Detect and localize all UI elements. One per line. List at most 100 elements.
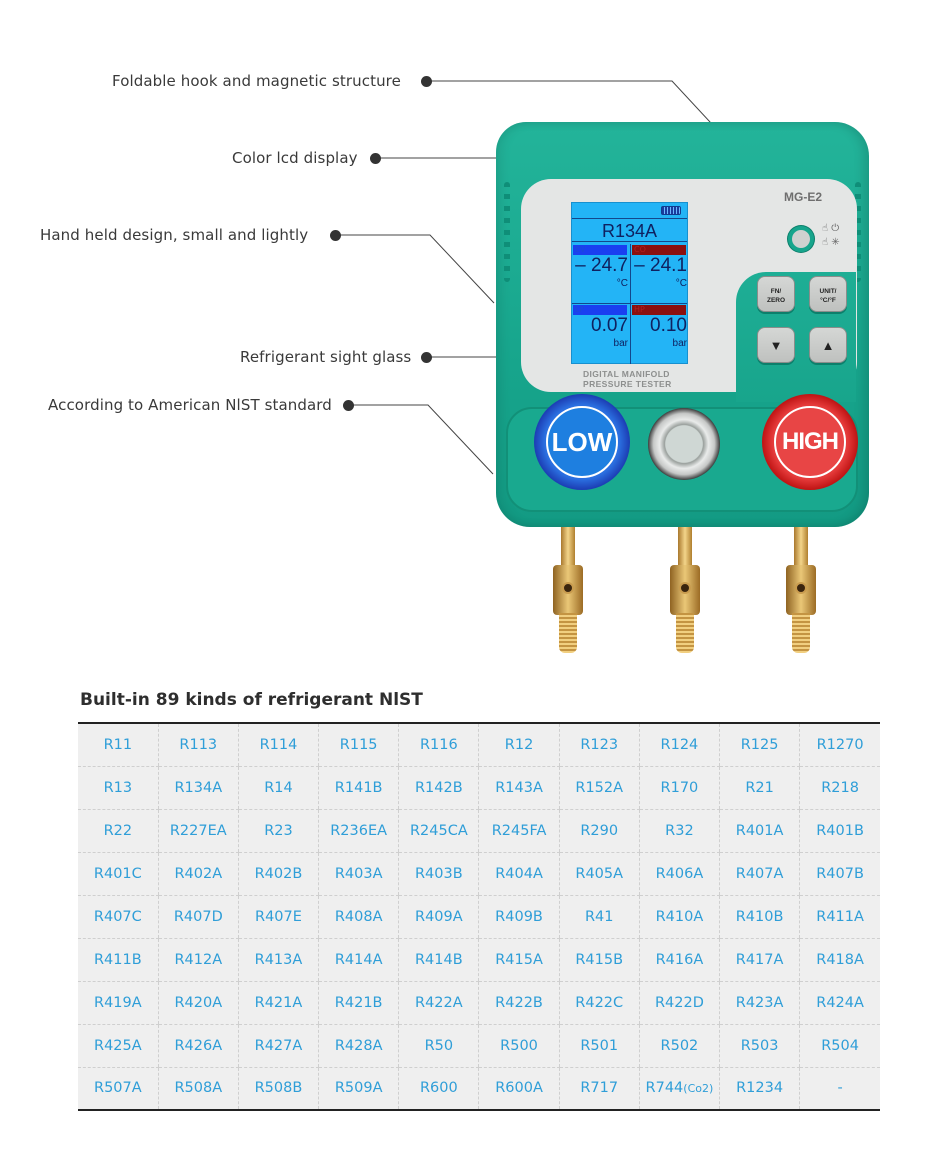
refrigerant-cell: R419A xyxy=(78,981,159,1025)
refrigerant-cell: R218 xyxy=(799,766,880,810)
refrigerant-cell: R415A xyxy=(478,938,560,982)
refrigerant-cell: R717 xyxy=(558,1067,640,1110)
refrigerant-cell: - xyxy=(799,1067,880,1110)
refrigerant-cell: R410B xyxy=(718,895,800,939)
refrigerant-cell: R290 xyxy=(558,809,640,853)
refrigerant-cell: R401C xyxy=(78,852,159,896)
arrow-up-icon: ▲ xyxy=(821,338,835,353)
fn-zero-button[interactable]: FN/ ZERO xyxy=(757,276,795,312)
refrigerant-cell: R421B xyxy=(318,981,399,1025)
refrigerant-code: R218 xyxy=(821,779,859,796)
refrigerant-cell: R408A xyxy=(318,895,399,939)
power-icon: ☝ ⏻ xyxy=(822,223,840,234)
power-button[interactable] xyxy=(788,226,814,252)
refrigerant-cell: R245FA xyxy=(478,809,560,853)
refrigerant-cell: R227EA xyxy=(157,809,239,853)
refrigerant-code: R410A xyxy=(655,908,704,925)
refrigerant-code: R420A xyxy=(174,994,223,1011)
co2-note: (Co2) xyxy=(683,1082,714,1096)
refrigerant-code: R508B xyxy=(254,1080,303,1097)
refrigerant-code: R407C xyxy=(93,908,142,925)
unit-button[interactable]: UNIT/ °C/°F xyxy=(809,276,847,312)
sight-glass xyxy=(648,408,720,480)
refrigerant-code: R744 xyxy=(645,1080,684,1097)
callout-dot xyxy=(421,76,432,87)
refrigerant-code: R142B xyxy=(414,779,463,796)
refrigerant-cell: R1234 xyxy=(718,1067,800,1110)
brand-line-1: DIGITAL MANIFOLD xyxy=(583,369,670,379)
refrigerant-cell: R402B xyxy=(237,852,319,896)
right-grip xyxy=(855,182,861,282)
refrigerant-code: R415A xyxy=(495,951,543,968)
battery-icon xyxy=(661,206,681,215)
refrigerant-cell: R125 xyxy=(718,723,800,767)
refrigerant-cell: R508A xyxy=(157,1067,239,1110)
leader-line-nist xyxy=(350,404,494,475)
refrigerant-code: R401C xyxy=(93,865,142,882)
zero-label: ZERO xyxy=(766,297,786,304)
up-button[interactable]: ▲ xyxy=(809,327,847,363)
down-button[interactable]: ▼ xyxy=(757,327,795,363)
refrigerant-cell: R23 xyxy=(237,809,319,853)
refrigerant-code: R1270 xyxy=(816,736,864,753)
lcd-value: 0.07 xyxy=(591,315,628,336)
refrigerant-cell: R504 xyxy=(799,1024,880,1068)
refrigerant-code: R600 xyxy=(419,1080,458,1097)
refrigerant-code: R508A xyxy=(174,1080,223,1097)
lcd-unit: °C xyxy=(675,278,687,289)
refrigerant-code: R125 xyxy=(740,736,779,753)
refrigerant-cell: R600A xyxy=(478,1067,560,1110)
refrigerant-code: R23 xyxy=(264,822,293,839)
refrigerant-code: R124 xyxy=(660,736,699,753)
refrigerant-cell: R12 xyxy=(478,723,560,767)
refrigerant-cell: R508B xyxy=(237,1067,319,1110)
low-port-fitting xyxy=(553,527,583,657)
refrigerant-cell: R428A xyxy=(318,1024,399,1068)
refrigerant-cell: R412A xyxy=(157,938,239,982)
refrigerant-cell: R13 xyxy=(78,766,159,810)
refrigerant-cell: R420A xyxy=(157,981,239,1025)
refrigerant-code: R410B xyxy=(735,908,784,925)
refrigerant-cell: R21 xyxy=(718,766,800,810)
refrigerant-cell: R134A xyxy=(157,766,239,810)
refrigerant-cell: R141B xyxy=(318,766,399,810)
manifold-gauge-device: MG-E2 ☝ ⏻ ☝ ✳ R134A EV – 24.7 °C CO – 24… xyxy=(496,122,869,653)
refrigerant-cell: R416A xyxy=(638,938,720,982)
refrigerant-code: R414A xyxy=(334,951,383,968)
refrigerant-code: R50 xyxy=(424,1037,454,1054)
refrigerant-code: R504 xyxy=(821,1037,859,1054)
callout-dot xyxy=(343,400,354,411)
refrigerant-cell: R14 xyxy=(237,766,319,810)
refrigerant-code: R407A xyxy=(735,865,784,882)
refrigerant-code: R509A xyxy=(334,1080,383,1097)
refrigerant-cell: R417A xyxy=(718,938,800,982)
refrigerant-table-title: Built-in 89 kinds of refrigerant NlST xyxy=(80,690,423,710)
low-valve-knob[interactable]: LOW xyxy=(534,394,630,490)
refrigerant-cell: R402A xyxy=(157,852,239,896)
refrigerant-cell: R425A xyxy=(78,1024,159,1068)
refrigerant-code: R428A xyxy=(334,1037,383,1054)
high-valve-knob[interactable]: HIGH xyxy=(762,394,858,490)
refrigerant-cell: R409A xyxy=(398,895,479,939)
high-knob-label: HIGH xyxy=(774,406,846,478)
refrigerant-code: R419A xyxy=(94,994,142,1011)
refrigerant-code: R417A xyxy=(735,951,784,968)
low-knob-label: LOW xyxy=(546,406,618,478)
refrigerant-code: R717 xyxy=(580,1080,619,1097)
refrigerant-code: R401A xyxy=(735,822,784,839)
refrigerant-cell: R405A xyxy=(558,852,640,896)
lcd-display: R134A EV – 24.7 °C CO – 24.1 °C LP 0.07 … xyxy=(571,202,688,364)
refrigerant-code: R406A xyxy=(655,865,704,882)
refrigerant-code: R14 xyxy=(264,779,293,796)
refrigerant-cell: R41 xyxy=(558,895,640,939)
high-port-fitting xyxy=(786,527,816,657)
refrigerant-cell: R406A xyxy=(638,852,720,896)
lcd-cell-co: CO – 24.1 °C xyxy=(631,244,689,304)
refrigerant-code: R404A xyxy=(495,865,543,882)
refrigerant-cell: R11 xyxy=(78,723,159,767)
refrigerant-cell: R427A xyxy=(237,1024,319,1068)
refrigerant-code: R115 xyxy=(339,736,378,753)
refrigerant-code: R414B xyxy=(414,951,463,968)
lcd-value: – 24.7 xyxy=(575,255,628,276)
